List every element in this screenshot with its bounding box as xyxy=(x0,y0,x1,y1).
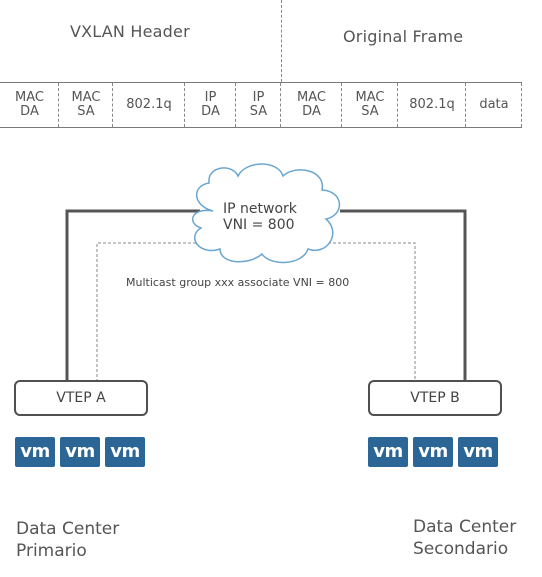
cloud-label: IP network VNI = 800 xyxy=(223,201,297,233)
vm-icon: vm xyxy=(60,437,100,467)
vm-icon: vm xyxy=(368,437,408,467)
field-separator xyxy=(235,83,236,127)
frame-field-data: data xyxy=(466,83,522,127)
multicast-path xyxy=(96,242,416,382)
frame-field-ip-sa: IP SA xyxy=(236,83,281,127)
frame-field-label: 802.1q xyxy=(126,97,172,112)
frame-field-label: IP SA xyxy=(249,90,268,119)
frame-field-mac-sa: MAC SA xyxy=(59,83,113,127)
field-separator xyxy=(184,83,185,127)
physical-link-right xyxy=(340,209,467,382)
frame-field-mac-sa-inner: MAC SA xyxy=(342,83,398,127)
vm-icon: vm xyxy=(413,437,453,467)
vtep-b-label: VTEP B xyxy=(410,390,460,406)
vtep-a-label: VTEP A xyxy=(56,390,106,406)
frame-field-label: data xyxy=(479,97,509,112)
field-separator xyxy=(521,83,522,127)
original-frame-title: Original Frame xyxy=(343,27,464,46)
frame-field-mac-da: MAC DA xyxy=(0,83,59,127)
vtep-a-box: VTEP A xyxy=(14,380,148,416)
frame-field-8021q-inner: 802.1q xyxy=(398,83,466,127)
vm-icon: vm xyxy=(105,437,145,467)
frame-field-8021q: 802.1q xyxy=(113,83,185,127)
datacenter-secondary-label: Data Center Secondario xyxy=(413,517,517,559)
physical-link-left xyxy=(65,209,200,382)
frame-field-mac-da-inner: MAC DA xyxy=(281,83,342,127)
frame-field-label: MAC DA xyxy=(297,90,326,119)
vxlan-header-title: VXLAN Header xyxy=(70,22,190,41)
field-separator xyxy=(341,83,342,127)
header-divider xyxy=(281,0,282,82)
frame-fields-row: MAC DA MAC SA 802.1q IP DA IP SA MAC DA … xyxy=(0,82,522,128)
field-separator xyxy=(397,83,398,127)
frame-field-ip-da: IP DA xyxy=(185,83,236,127)
frame-field-label: 802.1q xyxy=(409,97,455,112)
frame-field-label: MAC SA xyxy=(71,90,101,119)
vtep-b-box: VTEP B xyxy=(368,380,502,416)
frame-field-label: MAC DA xyxy=(15,90,44,119)
cloud-icon xyxy=(191,163,341,264)
field-separator xyxy=(280,83,281,127)
frame-field-label: MAC SA xyxy=(355,90,385,119)
field-separator xyxy=(465,83,466,127)
field-separator xyxy=(58,83,59,127)
vm-icon: vm xyxy=(15,437,55,467)
multicast-label: Multicast group xxx associate VNI = 800 xyxy=(126,276,350,289)
datacenter-primary-label: Data Center Primario xyxy=(16,519,120,561)
vm-icon: vm xyxy=(458,437,498,467)
field-separator xyxy=(112,83,113,127)
frame-field-label: IP DA xyxy=(201,90,220,119)
